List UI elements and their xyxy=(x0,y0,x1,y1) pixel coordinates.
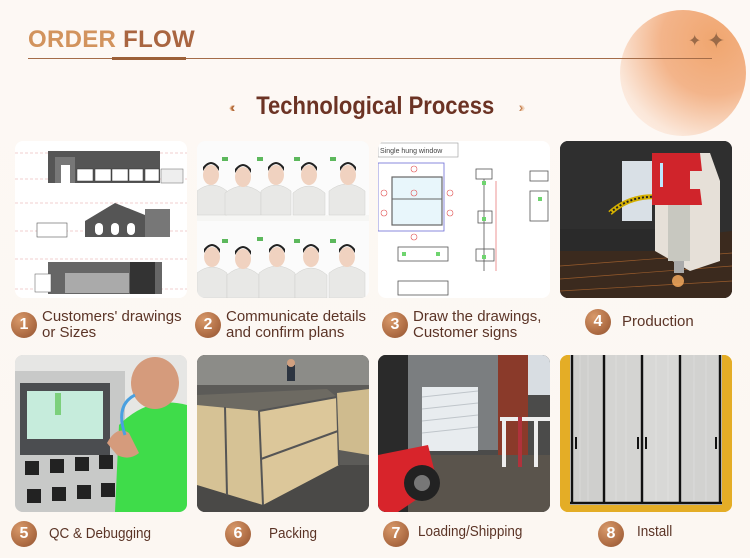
step-label-line1: Draw the drawings, xyxy=(413,308,542,325)
step-5-image xyxy=(15,355,187,512)
step-3-image: Single hung window xyxy=(378,141,550,298)
step-number-badge: 1 xyxy=(11,312,37,338)
header-divider-accent xyxy=(112,57,186,60)
architectural-drawings-illustration xyxy=(15,151,187,294)
step-8-image xyxy=(560,355,732,512)
step-number-badge: 2 xyxy=(195,312,221,338)
step-label-line1: Communicate details xyxy=(226,308,367,325)
step-number-badge: 7 xyxy=(383,521,409,547)
cad-caption: Single hung window xyxy=(380,148,443,155)
step-number-badge: 4 xyxy=(585,309,611,335)
step-1-image xyxy=(15,141,187,298)
wooden-crates-illustration xyxy=(197,355,369,512)
step-number-badge: 5 xyxy=(11,521,37,547)
control-panel-illustration xyxy=(15,355,187,512)
step-6-image xyxy=(197,355,369,512)
step-2: 2 Communicate details and confirm plans xyxy=(195,309,366,341)
chevrons-right-icon: ›››› xyxy=(518,98,524,115)
order-flow-title: ORDER FLOW xyxy=(28,26,195,54)
team-portraits-illustration xyxy=(197,141,369,298)
sparkle-icon: ✦ xyxy=(707,28,726,53)
forklift-loading-illustration xyxy=(378,355,550,512)
step-8: 8 Install xyxy=(598,521,676,547)
step-number-badge: 3 xyxy=(382,312,408,338)
laser-cutter-illustration xyxy=(560,141,732,298)
step-label: Customers' drawings or Sizes xyxy=(42,309,182,341)
sparkle-icon: ✦ xyxy=(688,33,702,50)
step-label: Install xyxy=(637,523,673,540)
installed-door-illustration xyxy=(560,355,732,512)
step-label-line2: and confirm plans xyxy=(226,324,345,341)
step-4-image xyxy=(560,141,732,298)
order-flow-title-part2: FLOW xyxy=(123,26,195,53)
step-label: Communicate details and confirm plans xyxy=(226,309,366,341)
step-number-badge: 8 xyxy=(598,521,624,547)
decorative-circle xyxy=(620,10,746,136)
chevrons-left-icon: ‹‹‹‹ xyxy=(228,98,234,115)
step-label-line2: Customer signs xyxy=(413,324,518,341)
step-label: Packing xyxy=(269,525,318,542)
section-heading: ‹‹‹‹ Technological Process ›››› xyxy=(0,92,750,121)
step-label: Loading/Shipping xyxy=(418,523,523,540)
header-divider xyxy=(28,58,712,59)
step-7: 7 Loading/Shipping xyxy=(383,521,534,547)
step-4: 4 Production xyxy=(585,309,694,335)
step-label-line1: Customers' drawings xyxy=(42,308,182,325)
step-6: 6 Packing xyxy=(225,521,322,547)
step-3: 3 Draw the drawings, Customer signs xyxy=(382,309,541,341)
step-label: Production xyxy=(622,313,694,330)
step-7-image xyxy=(378,355,550,512)
cad-window-drawing-illustration: Single hung window xyxy=(378,142,549,296)
step-label: QC & Debugging xyxy=(49,525,152,542)
step-number-badge: 6 xyxy=(225,521,251,547)
step-1: 1 Customers' drawings or Sizes xyxy=(11,309,182,341)
order-flow-title-part1: ORDER xyxy=(28,26,117,53)
step-2-image xyxy=(197,141,369,298)
section-title: Technological Process xyxy=(255,92,495,120)
step-label: Draw the drawings, Customer signs xyxy=(413,309,541,341)
step-5: 5 QC & Debugging xyxy=(11,521,162,547)
step-label-line2: or Sizes xyxy=(42,324,97,341)
